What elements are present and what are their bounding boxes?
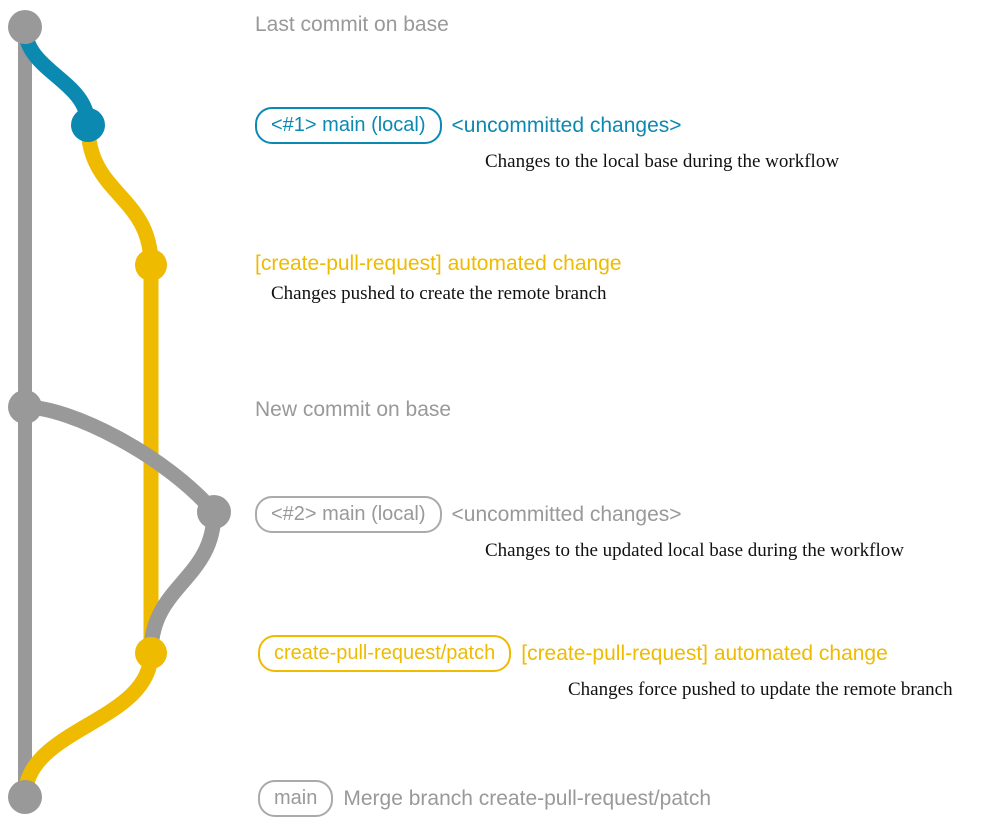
commit-node-patch-1[interactable] xyxy=(135,249,167,281)
row-content: New commit on base xyxy=(255,398,451,422)
commit-node-base-1[interactable] xyxy=(8,10,42,44)
row-last-commit-on-base: Last commit on base xyxy=(255,13,449,37)
row-content: [create-pull-request] automated change xyxy=(255,252,622,276)
row-automated-change-1: [create-pull-request] automated change C… xyxy=(255,252,622,305)
branch-line-merge-curve xyxy=(17,645,159,805)
commit-subtitle: Changes to the local base during the wor… xyxy=(485,151,840,172)
commit-message: [create-pull-request] automated change xyxy=(255,252,622,275)
commit-subtitle: Changes to the updated local base during… xyxy=(485,540,904,561)
branch-badge-main[interactable]: main xyxy=(258,780,334,817)
row-local-uncommitted-2: <#2> main (local) <uncommitted changes> … xyxy=(255,496,904,562)
row-new-commit-on-base: New commit on base xyxy=(255,398,451,422)
row-content: <#2> main (local) <uncommitted changes> xyxy=(255,496,682,533)
row-content: Last commit on base xyxy=(255,13,449,37)
commit-message: <uncommitted changes> xyxy=(451,502,682,526)
row-local-uncommitted-1: <#1> main (local) <uncommitted changes> … xyxy=(255,107,839,173)
row-merge-commit: main Merge branch create-pull-request/pa… xyxy=(258,780,711,817)
branch-badge-create-pull-request-patch[interactable]: create-pull-request/patch xyxy=(258,635,512,672)
commit-node-local-2[interactable] xyxy=(197,495,231,529)
branch-line-patch-upper xyxy=(80,117,159,273)
commit-message: [create-pull-request] automated change xyxy=(521,641,888,665)
commit-node-merge[interactable] xyxy=(8,780,42,814)
commit-heading: Last commit on base xyxy=(255,13,449,36)
branch-line-local-blue xyxy=(17,19,96,133)
row-content: <#1> main (local) <uncommitted changes> xyxy=(255,107,682,144)
row-automated-change-2: create-pull-request/patch [create-pull-r… xyxy=(258,635,953,701)
branch-badge-main-local-1[interactable]: <#1> main (local) xyxy=(255,107,442,144)
row-content: create-pull-request/patch [create-pull-r… xyxy=(258,635,888,672)
branch-line-local2-out xyxy=(17,399,222,520)
commit-message: Merge branch create-pull-request/patch xyxy=(343,786,712,810)
commit-node-local-1[interactable] xyxy=(71,108,105,142)
commit-message: <uncommitted changes> xyxy=(451,113,682,137)
row-content: main Merge branch create-pull-request/pa… xyxy=(258,780,711,817)
commit-subtitle: Changes pushed to create the remote bran… xyxy=(271,283,607,304)
commit-subtitle: Changes force pushed to update the remot… xyxy=(568,679,953,700)
commit-node-base-2[interactable] xyxy=(8,390,42,424)
branch-line-local2-in xyxy=(143,504,222,661)
branch-badge-main-local-2[interactable]: <#2> main (local) xyxy=(255,496,442,533)
commit-node-patch-2[interactable] xyxy=(135,637,167,669)
commit-heading: New commit on base xyxy=(255,398,452,421)
